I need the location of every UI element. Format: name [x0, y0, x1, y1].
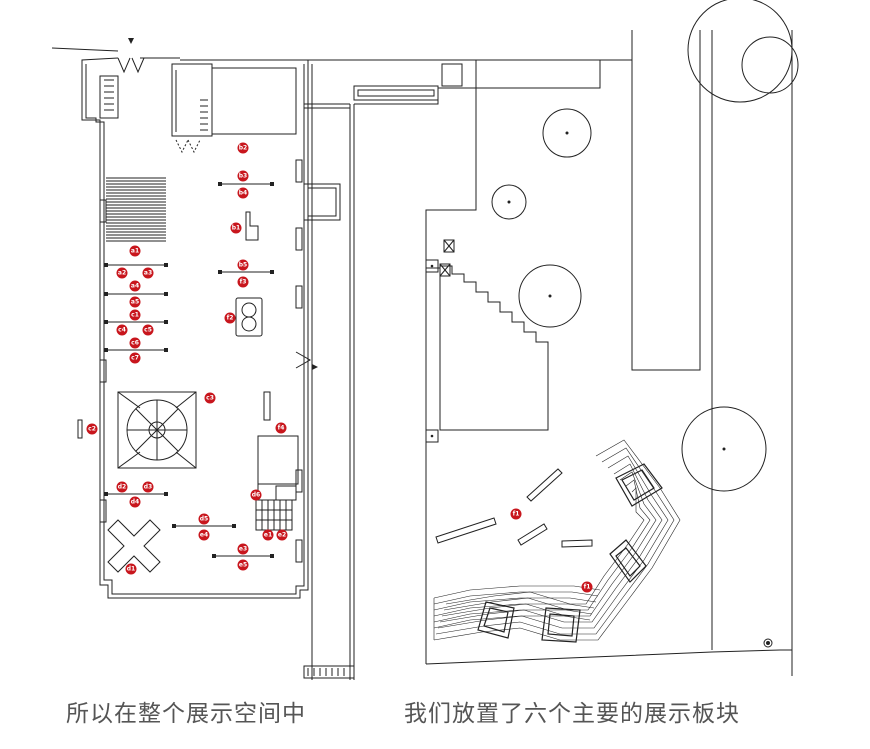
marker-e5: e5: [237, 559, 249, 571]
marker-e1: e1: [262, 529, 274, 541]
svg-text:c4: c4: [118, 327, 126, 334]
svg-text:c3: c3: [206, 395, 214, 402]
courtyard: [425, 30, 793, 676]
marker-c6: c6: [129, 337, 141, 349]
svg-text:b2: b2: [239, 145, 247, 152]
svg-text:c5: c5: [144, 327, 152, 334]
marker-a4: a4: [129, 280, 141, 292]
marker-c1: c1: [129, 309, 141, 321]
svg-text:d6: d6: [252, 492, 260, 499]
caption-right: 我们放置了六个主要的展示板块: [404, 701, 740, 727]
marker-f2: f2: [224, 312, 236, 324]
stair-block: [255, 435, 299, 531]
marker-a2: a2: [116, 267, 128, 279]
svg-text:a3: a3: [144, 270, 152, 277]
display-object-f2: [235, 297, 263, 337]
marker-d1: d1: [125, 563, 137, 575]
svg-text:c7: c7: [131, 355, 139, 362]
svg-text:c6: c6: [131, 340, 139, 347]
svg-text:f1: f1: [584, 584, 591, 591]
marker-d2: d2: [116, 481, 128, 493]
svg-text:a1: a1: [131, 248, 139, 255]
marker-e4: e4: [198, 529, 210, 541]
svg-text:d1: d1: [127, 566, 135, 573]
svg-text:e5: e5: [239, 562, 247, 569]
marker-b2: b2: [237, 142, 249, 154]
svg-text:d4: d4: [131, 499, 139, 506]
ribbon-pods: [477, 463, 663, 643]
left-building-walls: [51, 47, 312, 599]
marker-a5: a5: [129, 296, 141, 308]
spiral-display: [117, 391, 197, 469]
marker-d6: d6: [250, 489, 262, 501]
marker-b5: b5: [237, 259, 249, 271]
svg-text:d3: d3: [144, 484, 152, 491]
marker-e3: e3: [237, 543, 249, 555]
marker-c4: c4: [116, 324, 128, 336]
trees: [491, 0, 799, 492]
svg-text:c2: c2: [88, 426, 96, 433]
ribbon-structure: [433, 439, 681, 641]
marker-c7: c7: [129, 352, 141, 364]
svg-text:f2: f2: [227, 315, 234, 322]
svg-text:d5: d5: [200, 516, 208, 523]
marker-c3: c3: [204, 392, 216, 404]
caption-left: 所以在整个展示空间中: [66, 701, 306, 727]
marker-e2: e2: [276, 529, 288, 541]
floor-plan: b2 b3 b4 b1 b5 f3 f2 a1 a2 a3 a4 a5 c1 c…: [51, 0, 799, 680]
marker-f3: f3: [237, 276, 249, 288]
svg-text:e3: e3: [239, 546, 247, 553]
svg-text:f3: f3: [240, 279, 247, 286]
svg-text:b3: b3: [239, 173, 247, 180]
svg-text:e4: e4: [200, 532, 208, 539]
svg-text:d2: d2: [118, 484, 126, 491]
corridor: [303, 59, 632, 680]
marker-c5: c5: [142, 324, 154, 336]
svg-text:a4: a4: [131, 283, 139, 290]
marker-b3: b3: [237, 170, 249, 182]
svg-text:a5: a5: [131, 299, 139, 306]
svg-text:b4: b4: [239, 190, 247, 197]
x-display: [107, 519, 161, 573]
svg-text:e1: e1: [264, 532, 272, 539]
benches: [435, 468, 593, 548]
display-bars: [106, 183, 272, 557]
marker-f4: f4: [275, 422, 287, 434]
marker-d3: d3: [142, 481, 154, 493]
display-object-b1: [245, 211, 259, 241]
marker-d5: d5: [198, 513, 210, 525]
svg-text:c1: c1: [131, 312, 139, 319]
marker-f1: f1: [510, 508, 522, 520]
marker-b4: b4: [237, 187, 249, 199]
marker-d4: d4: [129, 496, 141, 508]
marker-a1: a1: [129, 245, 141, 257]
svg-text:f1: f1: [513, 511, 520, 518]
marker-f1-second: f1: [581, 581, 593, 593]
svg-text:f4: f4: [278, 425, 285, 432]
marker-a3: a3: [142, 267, 154, 279]
svg-text:b1: b1: [232, 225, 240, 232]
svg-text:a2: a2: [118, 270, 126, 277]
svg-text:e2: e2: [278, 532, 286, 539]
marker-c2: c2: [86, 423, 98, 435]
marker-b1: b1: [230, 222, 242, 234]
stair-hatch: [106, 177, 166, 242]
svg-text:b5: b5: [239, 262, 247, 269]
